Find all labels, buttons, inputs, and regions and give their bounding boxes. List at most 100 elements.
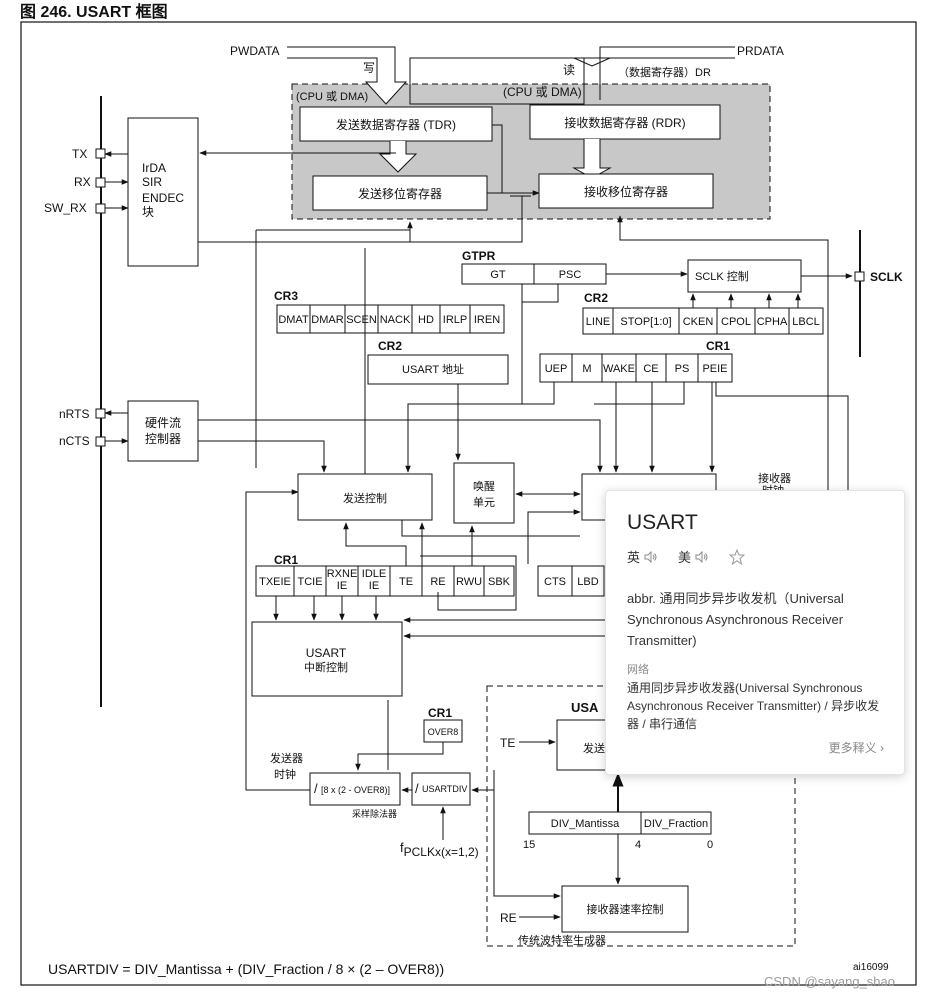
hw-flow-line-1: 控制器 bbox=[145, 432, 181, 446]
re-in-label: RE bbox=[500, 911, 517, 925]
cr1-top-bits-label: UEP bbox=[545, 363, 568, 375]
cr3-bottom-bits-label: LBD bbox=[577, 576, 598, 588]
cr1-top-bits-label: WAKE bbox=[603, 363, 635, 375]
write-label: 写 bbox=[363, 61, 375, 75]
hw-flow-block bbox=[127, 400, 199, 462]
cpu-dma-left: (CPU 或 DMA) bbox=[296, 90, 368, 103]
cr1-bottom-bits-cell bbox=[453, 565, 485, 597]
irda-line-2: ENDEC bbox=[142, 191, 184, 205]
bit4-label: 4 bbox=[635, 839, 641, 851]
usartdiv-box bbox=[411, 772, 471, 806]
read-label: 读 bbox=[563, 63, 575, 77]
cr3-bits-label: IRLP bbox=[443, 314, 467, 326]
tx-clock-line-0: 发送器 bbox=[270, 751, 303, 765]
nrts-pin-label: nRTS bbox=[59, 407, 89, 421]
tx-shift-label: 发送移位寄存器 bbox=[358, 186, 442, 201]
sample-div-caption: 采样除法器 bbox=[352, 808, 397, 819]
cr3-bits-label: HD bbox=[418, 314, 434, 326]
sclk-pin bbox=[854, 271, 865, 282]
irda-line-1: SIR bbox=[142, 175, 162, 189]
cr3-bits-cell bbox=[309, 304, 346, 334]
cr2-bits-label: CKEN bbox=[683, 316, 714, 328]
star-icon[interactable] bbox=[729, 548, 746, 565]
int-ctrl-line-0: USART bbox=[306, 646, 347, 660]
cr3-bits-label: IREN bbox=[474, 314, 500, 326]
uk-label: 英 bbox=[627, 550, 641, 565]
cr3-bits-label: DMAT bbox=[278, 314, 309, 326]
cr1-top-bit-row: UEP M WAKE CE PS PEIE bbox=[539, 353, 733, 383]
cr1-top-bits-cell bbox=[539, 353, 573, 383]
cr2-bits-cell bbox=[754, 307, 790, 335]
cr3-bottom-bits-cell bbox=[537, 565, 573, 597]
cr2-bits-cell bbox=[678, 307, 718, 335]
read-bus-arrow bbox=[409, 46, 735, 105]
usartdiv-formula: USARTDIV = DIV_Mantissa + (DIV_Fraction … bbox=[48, 961, 444, 977]
te-in-label: TE bbox=[500, 736, 515, 750]
cr3-label: CR3 bbox=[274, 289, 298, 303]
bit0-label: 0 bbox=[707, 839, 713, 851]
speaker-icon[interactable] bbox=[644, 550, 658, 563]
cr1-bottom-bits-cell bbox=[293, 565, 327, 597]
rdr-label: 接收数据寄存器 (RDR) bbox=[564, 115, 685, 130]
cr1-bottom-bits-cell bbox=[255, 565, 295, 597]
cr3-bits-label: DMAR bbox=[311, 314, 343, 326]
sample-div-label: [8 x (2 - OVER8)] bbox=[321, 785, 390, 795]
rx-pin-label: RX bbox=[74, 175, 91, 189]
cr1-bottom-bits-label: IE bbox=[369, 580, 379, 592]
cr2-mid-label: CR2 bbox=[378, 339, 402, 353]
div-fraction-label: DIV_Fraction bbox=[644, 818, 708, 830]
gtpr-label: GTPR bbox=[462, 249, 496, 263]
tx-clock-line-1: 时钟 bbox=[274, 767, 296, 781]
cr2-bits-cell bbox=[788, 307, 824, 335]
irda-block bbox=[127, 117, 199, 267]
ncts-pin-label: nCTS bbox=[59, 434, 90, 448]
swrx-pin bbox=[95, 203, 106, 214]
tx-pin-label: TX bbox=[72, 147, 87, 161]
nrts-pin bbox=[95, 408, 106, 419]
cr2-bits-cell bbox=[612, 307, 680, 335]
cr1-bottom-bits-cell bbox=[483, 565, 515, 597]
cr1-top-bits-label: CE bbox=[643, 363, 658, 375]
cr1-bottom-bits-label: SBK bbox=[488, 576, 511, 588]
popup-definition: abbr. 通用同步异步收发机（Universal Synchronous As… bbox=[627, 591, 844, 648]
sclk-pin-label: SCLK bbox=[870, 270, 903, 284]
figure-frame bbox=[20, 21, 917, 986]
dictionary-popup[interactable]: USART 英 美 abbr. 通用同步异步收发机（Universal Sync… bbox=[605, 490, 905, 775]
cr3-bits-cell bbox=[469, 304, 505, 334]
cr2-bits-label: CPOL bbox=[721, 316, 751, 328]
cr3-bottom-bits-cell bbox=[571, 565, 605, 597]
csdn-watermark: CSDN @sayang_shao bbox=[764, 974, 895, 989]
cr1-top-label: CR1 bbox=[706, 339, 730, 353]
cpu-dma-right: (CPU 或 DMA) bbox=[503, 85, 582, 99]
cr2-bits-label: LINE bbox=[586, 316, 610, 328]
cr2-bits-label: STOP[1:0] bbox=[620, 316, 671, 328]
usartdiv-slash: / bbox=[415, 781, 419, 796]
int-ctrl-line-1: 中断控制 bbox=[304, 660, 348, 674]
rx-pin bbox=[95, 177, 106, 188]
tx-rate-label: 发送 bbox=[583, 741, 605, 755]
ncts-pin bbox=[95, 436, 106, 447]
cr1-bottom-bits-cell bbox=[421, 565, 455, 597]
cr1-top-bits-label: PEIE bbox=[702, 363, 727, 375]
int-ctrl-box bbox=[251, 621, 403, 697]
cr1-top-bits-cell bbox=[601, 353, 637, 383]
hw-flow-line-0: 硬件流 bbox=[145, 416, 181, 430]
tx-pin bbox=[95, 148, 106, 159]
speaker-icon[interactable] bbox=[695, 550, 709, 563]
sclk-ctrl-box bbox=[687, 259, 802, 293]
cr1-bottom-bits-cell bbox=[389, 565, 423, 597]
rx-rate-label: 接收器速率控制 bbox=[587, 902, 664, 916]
popup-net-label: 网络 bbox=[627, 664, 649, 676]
cr1-top-bits-cell bbox=[697, 353, 733, 383]
cr1-top-bits-label: M bbox=[582, 363, 591, 375]
cr1-top-bits-label: PS bbox=[675, 363, 690, 375]
cr2-top-label: CR2 bbox=[584, 291, 608, 305]
over8-label: OVER8 bbox=[428, 727, 459, 737]
usa-label: USA bbox=[571, 700, 599, 715]
more-definitions-link[interactable]: 更多释义 › bbox=[828, 741, 884, 755]
cr1-bottom-bits-label: TE bbox=[399, 576, 413, 588]
